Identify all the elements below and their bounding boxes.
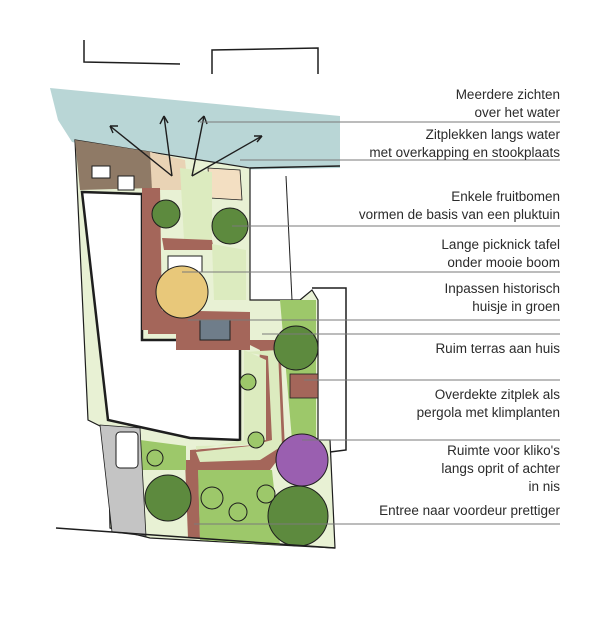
leader-lines (182, 121, 560, 525)
picnic-tree (155, 265, 209, 319)
boundary-north (249, 165, 341, 169)
front-tree (144, 474, 192, 522)
annotation-fruit-trees: Enkele fruitbomen vormen de basis van ee… (358, 189, 560, 222)
fruit-tree (151, 199, 181, 229)
street-edge (55, 527, 336, 549)
shrub (146, 449, 164, 467)
path-cross (162, 238, 214, 250)
sightline-arrows (109, 115, 263, 177)
annotation-bin-space: Ruimte voor kliko's langs oprit of achte… (441, 443, 560, 494)
waterside-shelter (207, 167, 243, 201)
shrub (247, 431, 265, 449)
annotation-waterside-seating: Zitplekken langs water met overkapping e… (369, 127, 560, 160)
annotation-house-terrace: Ruim terras aan huis (435, 341, 560, 356)
shrub (200, 486, 224, 510)
shrub (228, 502, 248, 522)
shrub (256, 484, 276, 504)
neighbour-building-right (211, 47, 319, 74)
boundary-east (312, 287, 347, 453)
terrace-tree (273, 325, 319, 371)
annotation-front-entrance: Entree naar voordeur prettiger (379, 503, 560, 518)
lawn-top (180, 168, 212, 240)
annotation-picnic-table: Lange picknick tafel onder mooie boom (441, 237, 560, 270)
deck-sand-area (150, 152, 188, 190)
annotation-covered-pergola: Overdekte zitplek als pergola met klimpl… (416, 387, 560, 420)
parked-car (115, 431, 139, 469)
pergola (289, 373, 319, 399)
picnic-table (199, 319, 231, 341)
deck-firepit (117, 175, 135, 191)
boundary-line (285, 175, 293, 301)
deck-bench (91, 165, 111, 179)
annotation-historic-house: Inpassen historisch huisje in groen (444, 281, 560, 314)
shrub (239, 373, 257, 391)
neighbour-building-left (83, 40, 181, 65)
lawn-curve (196, 350, 282, 462)
path-front (185, 460, 200, 538)
annotation-water-views: Meerdere zichten over het water (455, 87, 560, 120)
